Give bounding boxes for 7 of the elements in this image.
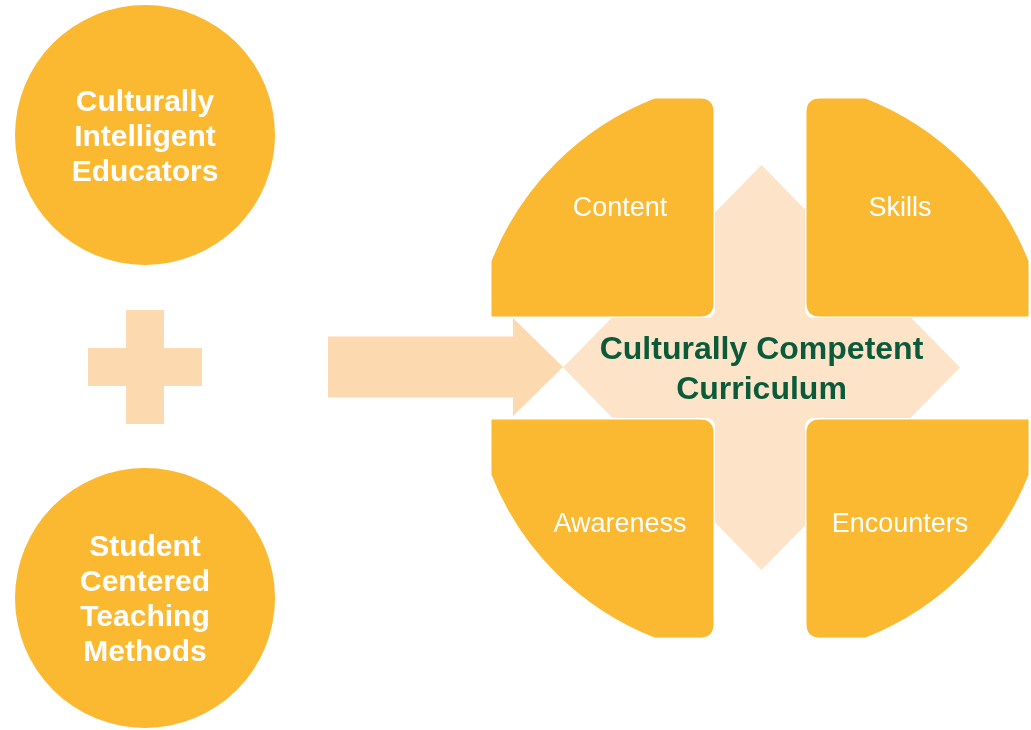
quadrant-label: Encounters: [830, 506, 970, 540]
quadrant-label: Skills: [867, 190, 933, 224]
center-title: Culturally Competent Curriculum: [598, 328, 925, 408]
block-arrow: [328, 318, 563, 416]
circle-label: Culturally Intelligent Educators: [70, 82, 220, 189]
quadrant-label: Awareness: [552, 506, 688, 540]
quadrant-label: Content: [571, 190, 669, 224]
